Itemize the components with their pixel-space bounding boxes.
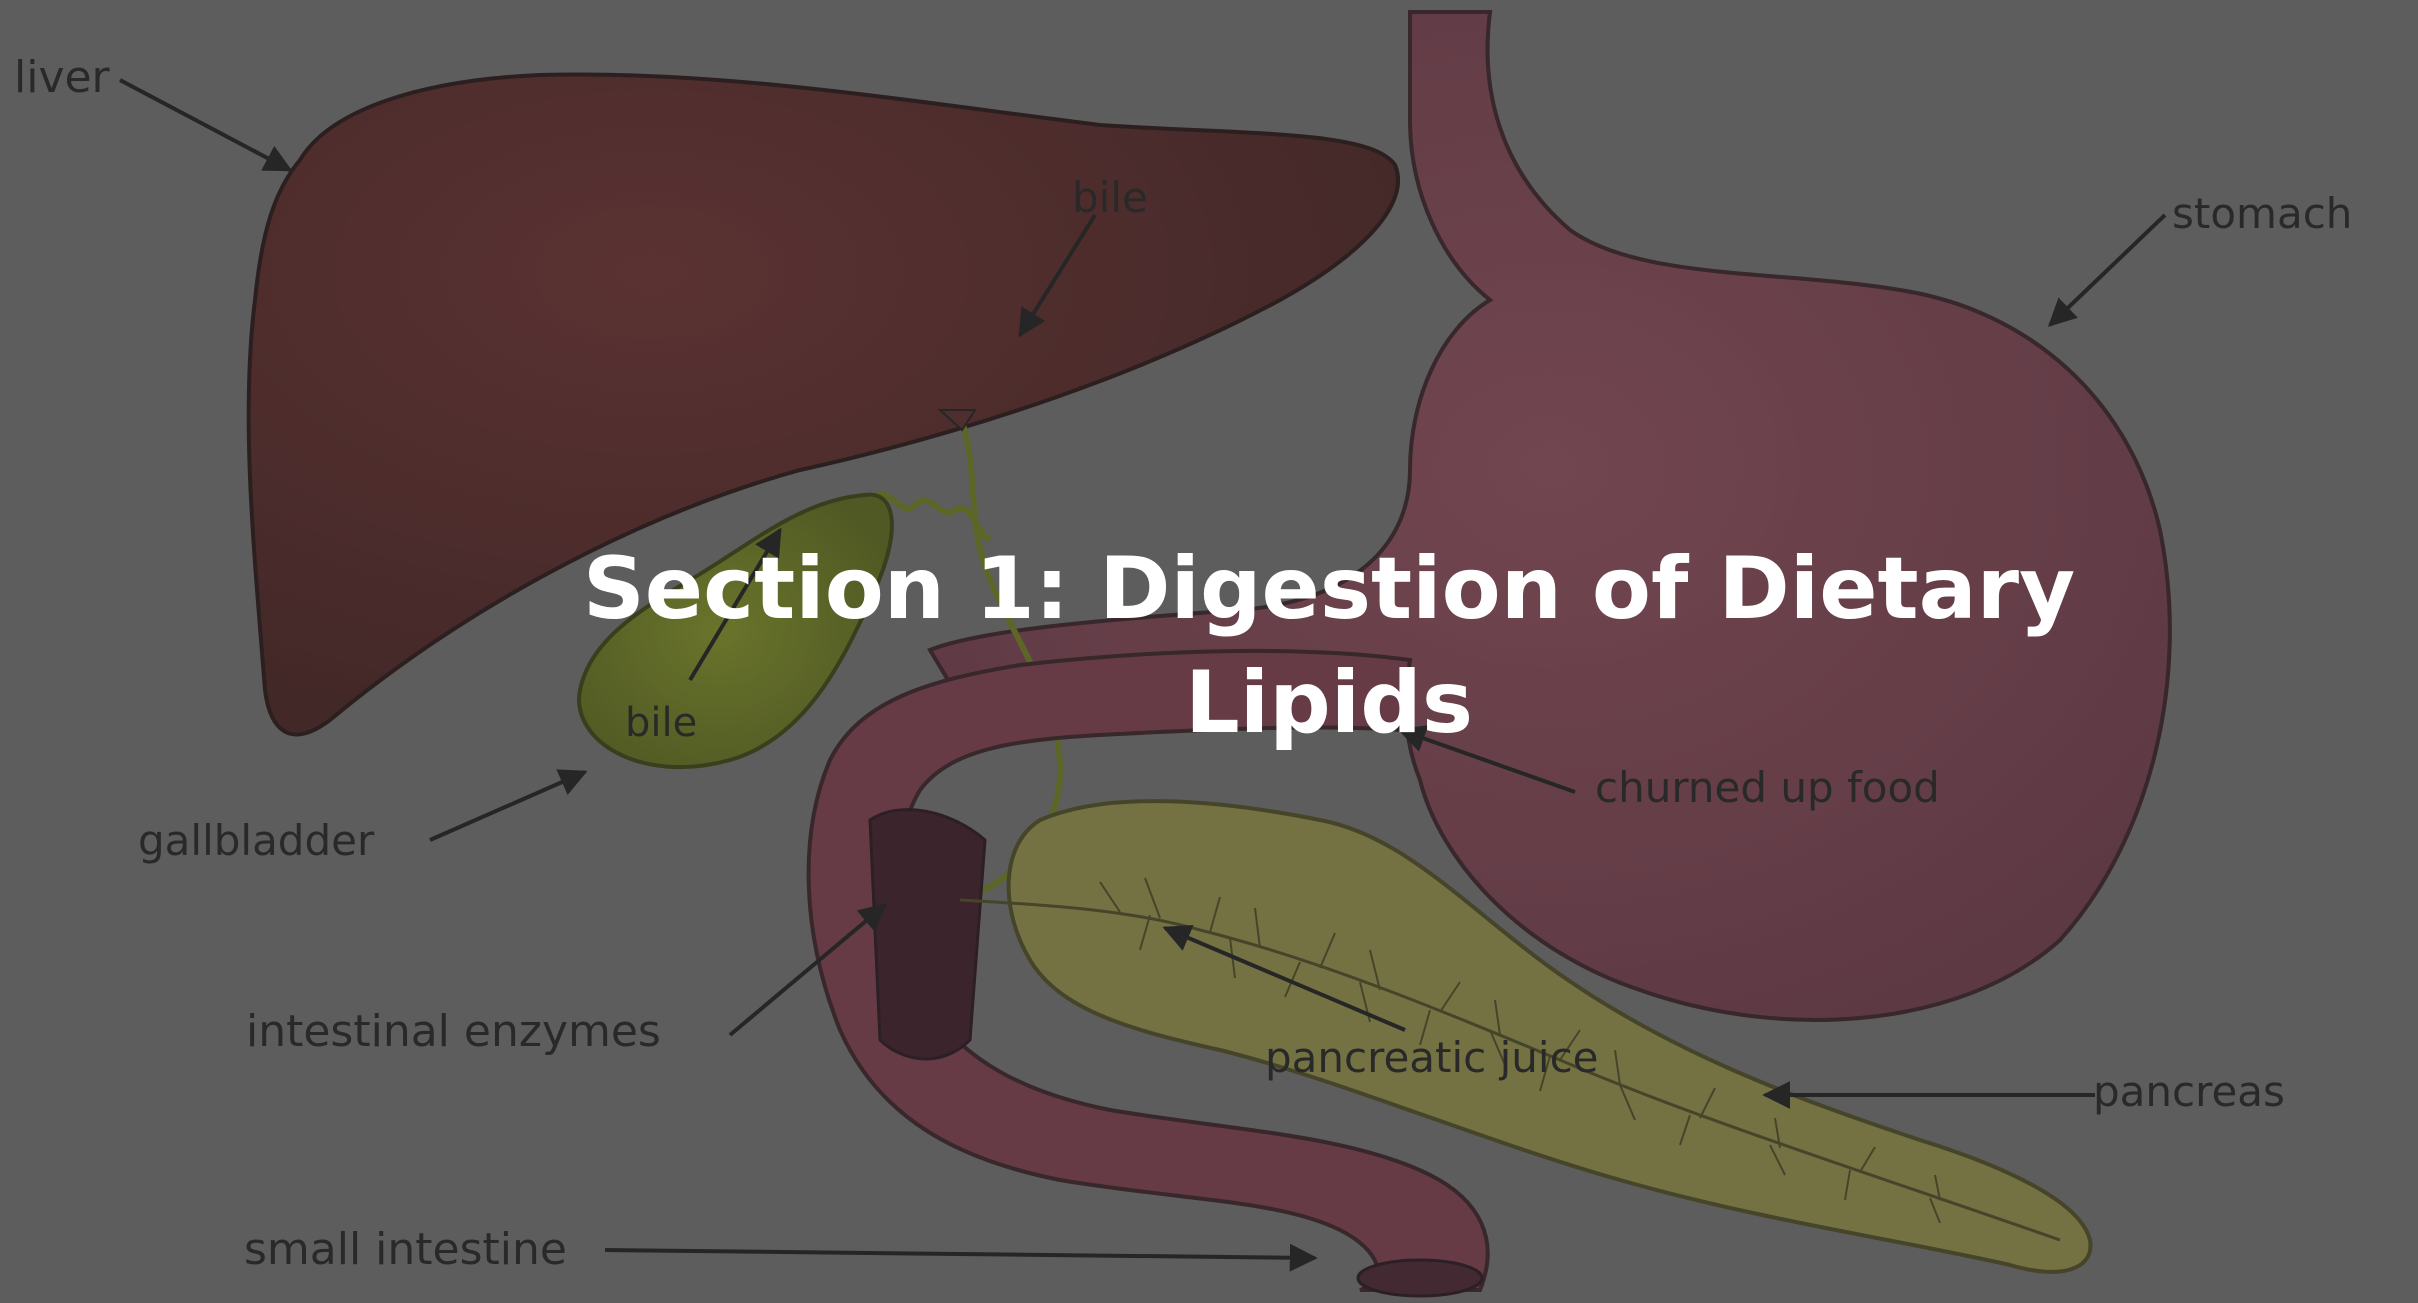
slide-title-line-2: Lipids: [1185, 653, 1473, 753]
slide-title-line-1: Section 1: Digestion of Dietary: [583, 539, 2075, 639]
